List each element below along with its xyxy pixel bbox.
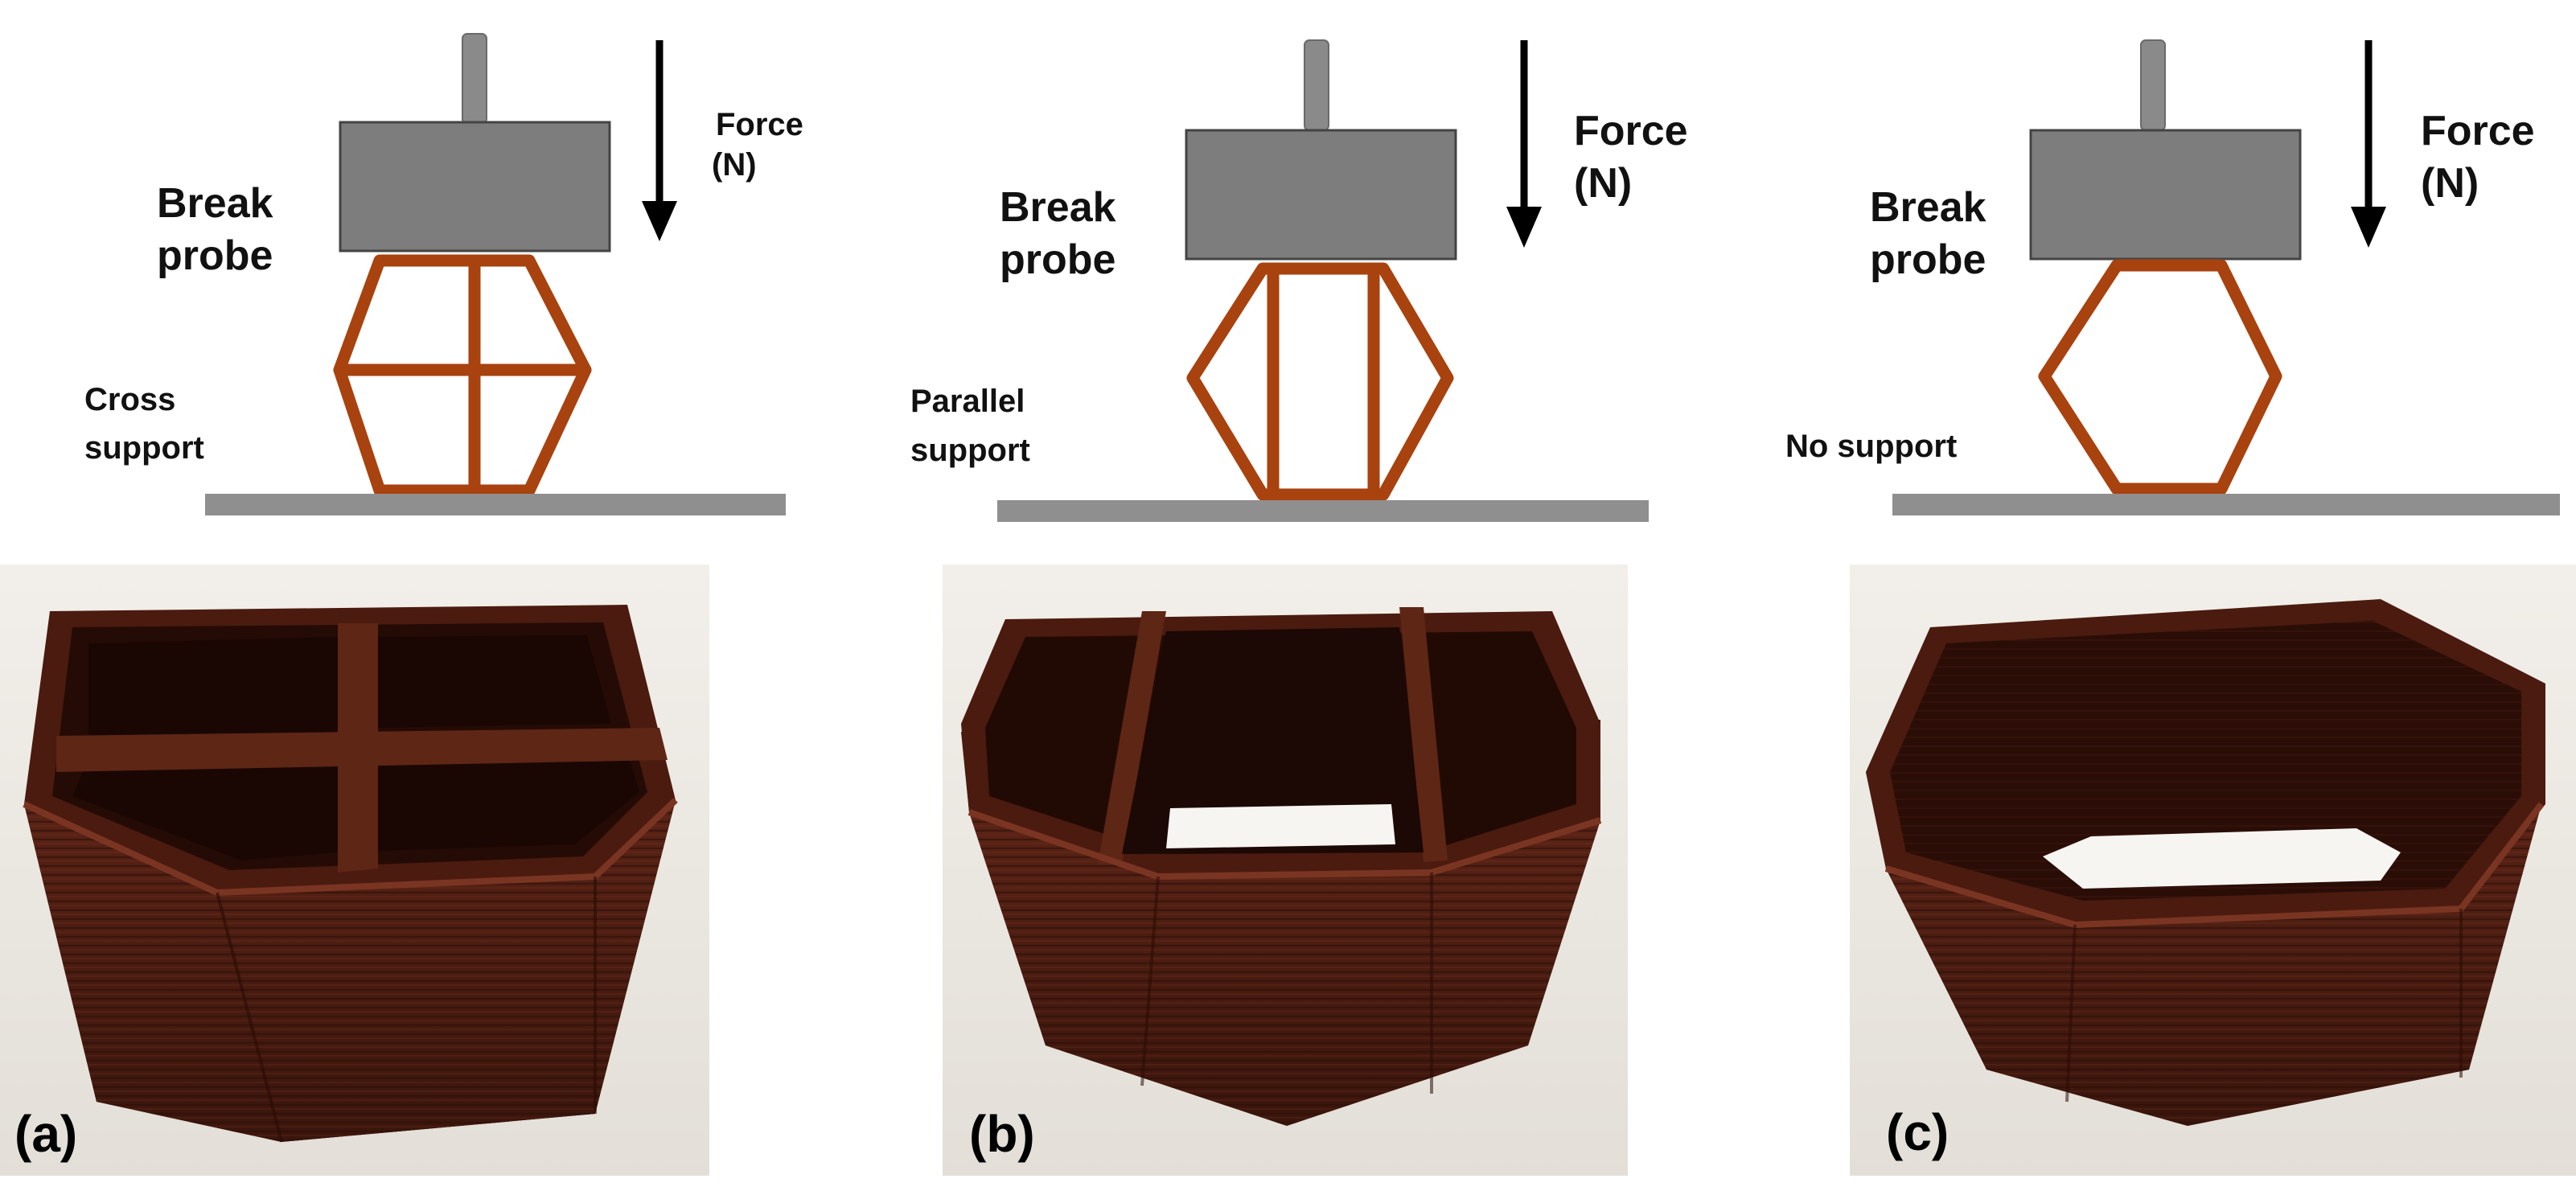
support-label-line2: support — [84, 430, 204, 466]
photo-b: (b) — [943, 565, 1628, 1176]
photo-a: (a) — [0, 565, 709, 1176]
force-unit-label: (N) — [2421, 160, 2479, 207]
break-probe — [1185, 129, 1457, 261]
support-label: No support — [1785, 429, 1957, 464]
probe-label: Break — [1870, 184, 1986, 231]
break-probe-shaft — [462, 33, 487, 125]
schematic-b: Force (N) Break probe Parallel support — [910, 39, 1688, 522]
panel-c: Force (N) Break probe No support — [1785, 39, 2576, 1176]
base-plate — [205, 494, 786, 515]
probe-label: Break — [1000, 184, 1116, 231]
panel-a: Force (N) Break probe Cross support — [0, 33, 803, 1176]
break-probe — [339, 121, 611, 253]
probe-label-line2: probe — [1000, 236, 1115, 283]
probe-label-line2: probe — [157, 232, 273, 279]
base-plate — [997, 500, 1649, 522]
panel-label-b: (b) — [969, 1105, 1035, 1163]
force-label: Force — [2421, 108, 2535, 154]
schematic-a: Force (N) Break probe Cross support — [84, 33, 803, 515]
support-label-line2: support — [910, 433, 1030, 468]
parallel-support-frame — [1186, 262, 1454, 501]
panel-label-c: (c) — [1886, 1103, 1949, 1161]
force-arrow — [1506, 40, 1542, 248]
force-label: Force — [716, 107, 803, 142]
force-arrow — [2351, 40, 2386, 248]
photo-c: (c) — [1850, 565, 2576, 1176]
cross-support-frame — [333, 254, 592, 497]
support-label: Cross — [84, 382, 175, 417]
base-plate — [1892, 494, 2560, 515]
break-probe — [2029, 129, 2302, 261]
break-probe-shaft — [1304, 39, 1329, 131]
panel-b: Force (N) Break probe Parallel support — [910, 39, 1688, 1176]
support-label: Parallel — [910, 384, 1025, 419]
break-probe-shaft — [2140, 39, 2166, 131]
probe-label-line2: probe — [1870, 236, 1986, 283]
no-support-frame — [2038, 259, 2282, 495]
panel-label-a: (a) — [14, 1105, 77, 1163]
force-unit-label: (N) — [712, 147, 757, 183]
force-unit-label: (N) — [1574, 160, 1632, 207]
schematic-c: Force (N) Break probe No support — [1785, 39, 2560, 515]
force-label: Force — [1574, 108, 1688, 154]
probe-label: Break — [157, 180, 273, 227]
force-arrow — [642, 40, 677, 241]
